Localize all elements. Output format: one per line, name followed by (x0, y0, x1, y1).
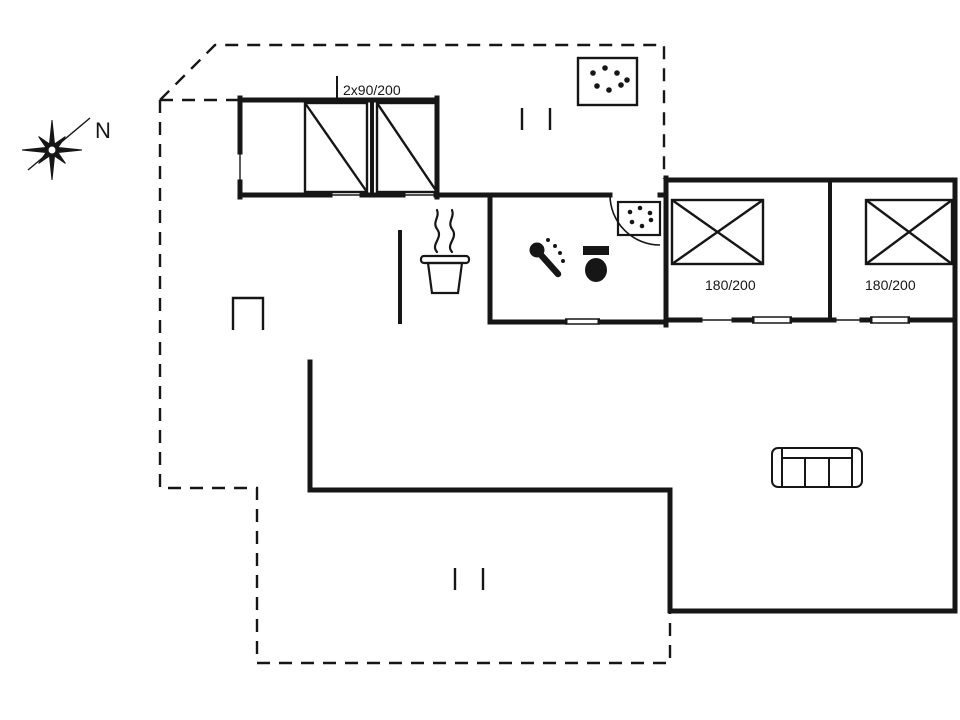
shower-spray-dots (546, 238, 565, 263)
bedroom-right-window (870, 316, 910, 324)
bed-frame (303, 101, 369, 194)
shower-arm (537, 251, 562, 278)
roof-outline-left-bottom (158, 100, 672, 665)
hob-dots (590, 65, 630, 93)
terrace-chair-icon (231, 296, 265, 330)
roof-outline-top (159, 43, 666, 179)
bedroom-left-window (752, 316, 792, 324)
single-bed-icon-2 (375, 101, 439, 194)
bed-left-size-label: 180/200 (705, 277, 756, 293)
roof-outline-dashed (158, 43, 672, 665)
exterior-walls (237, 95, 958, 614)
sofa-icon (771, 447, 863, 488)
washbasin-dots (627, 205, 654, 229)
skylight-window-icon-top (520, 108, 552, 130)
skylight-window-icon-bottom (453, 568, 485, 590)
toilet-tank (583, 246, 609, 255)
compass-rose-icon (21, 117, 91, 181)
shower-icon (529, 238, 565, 278)
hob-burners-icon (576, 56, 639, 107)
bed-frame (864, 198, 954, 266)
pot-steam-icon (419, 208, 471, 295)
bunk-bed-size-label: 2x90/200 (343, 82, 401, 98)
compass-hub (47, 145, 57, 155)
steam-wave (448, 208, 456, 254)
steam-wave (433, 208, 441, 254)
double-bed-icon-left (670, 198, 765, 266)
bed-diagonal (304, 102, 368, 193)
bed-right-size-label: 180/200 (865, 277, 916, 293)
bed-cross (865, 199, 953, 265)
bed-cross (671, 199, 764, 265)
sofa-cushion-dividers (804, 458, 830, 487)
door-and-window-lines (239, 152, 910, 325)
north-label: N (95, 118, 111, 143)
double-bed-icon-right (864, 198, 954, 266)
washbasin-outline (616, 200, 662, 237)
sofa-arms (781, 448, 853, 487)
sofa-outline (771, 447, 863, 488)
toilet-icon (583, 246, 609, 282)
bed-frame (670, 198, 765, 266)
toilet-bowl (585, 258, 607, 282)
hob-outline (576, 56, 639, 107)
door-arc-icon (609, 194, 661, 246)
bed-diagonal (376, 102, 438, 193)
bath-window (565, 318, 600, 325)
washbasin-icon (616, 200, 662, 237)
pot-body (426, 261, 464, 295)
bed-frame (375, 101, 439, 194)
single-bed-icon-1 (303, 101, 369, 194)
